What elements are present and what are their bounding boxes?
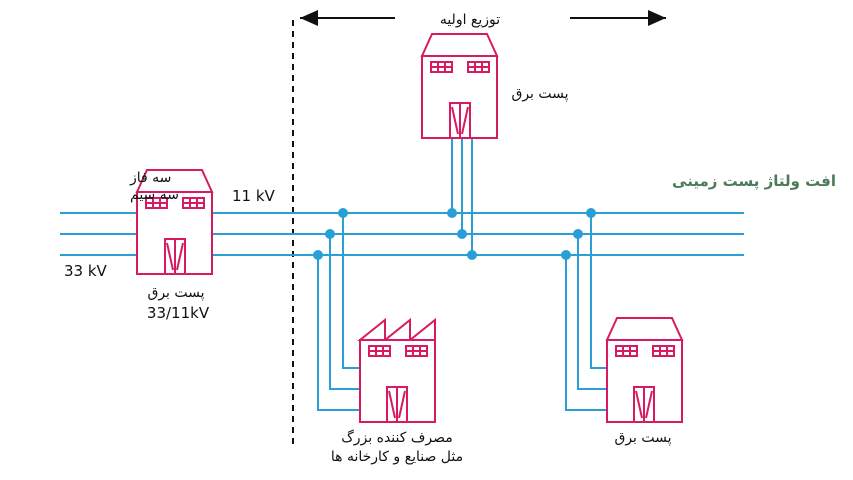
window-icon (430, 61, 453, 73)
window-icon (182, 197, 205, 209)
primary-distribution-label: توزیع اولیه (440, 12, 500, 28)
main-substation-building (135, 169, 214, 275)
top-substation-feeders (451, 138, 473, 255)
factory-feeders (317, 213, 360, 411)
right-substation-building (605, 317, 684, 423)
right-substation-feeders (565, 213, 607, 411)
window-icon (405, 345, 428, 357)
factory-label-line1: مصرف کننده بزرگ (341, 428, 453, 446)
door-icon (386, 386, 408, 423)
junction-dots (313, 208, 596, 260)
main-substation-name: پست برق (147, 285, 204, 301)
door-icon (164, 238, 186, 275)
window-icon (467, 61, 490, 73)
window-icon (145, 197, 168, 209)
right-substation-name: پست برق (614, 430, 671, 446)
factory-label-line2: مثل صنایع و کارخانه ها (331, 449, 463, 465)
top-substation-name: پست برق (511, 86, 568, 102)
top-substation-building (420, 33, 499, 139)
diagram-title: افت ولتاژ پست زمینی (672, 172, 836, 191)
phase-label-line1: سه فاز (129, 170, 171, 186)
window-icon (615, 345, 638, 357)
door-icon (449, 102, 471, 139)
window-icon (368, 345, 391, 357)
phase-label-line2: سه سیم (130, 187, 179, 203)
output-voltage-label: 11 kV (232, 187, 276, 205)
door-icon (633, 386, 655, 423)
input-voltage-label: 33 kV (64, 262, 108, 280)
main-substation-rating: 33/11kV (147, 304, 210, 322)
window-icon (652, 345, 675, 357)
factory-building (357, 317, 436, 423)
